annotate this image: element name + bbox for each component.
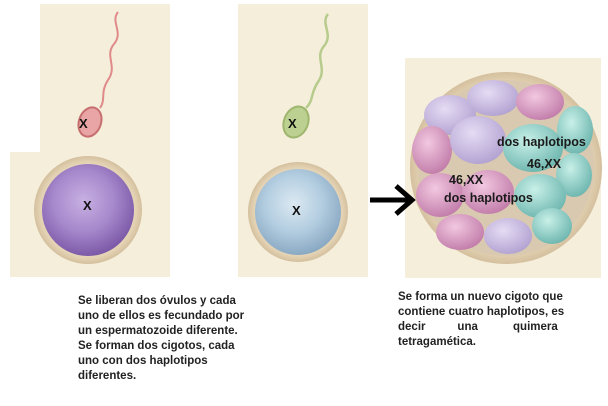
caption-line: contiene cuatro haplotipos, es xyxy=(398,305,598,320)
left-caption: Se liberan dos óvulos y cada uno de ello… xyxy=(78,294,293,384)
caption-line: tetragamética. xyxy=(398,335,598,350)
embryo-top-karyotype-label: 46,XX xyxy=(527,157,561,171)
embryo-left-haplotype-label: dos haplotipos xyxy=(444,191,533,205)
right-sperm xyxy=(279,14,328,141)
caption-line: Se forman dos cigotos, cada xyxy=(78,339,293,354)
caption-line: uno de ellos es fecundado por xyxy=(78,309,293,324)
caption-line: uno con dos haplotipos xyxy=(78,354,293,369)
embryo-left-karyotype-label: 46,XX xyxy=(449,173,483,187)
egg-right-chromosome-label: X xyxy=(292,203,301,218)
sperm-right-chromosome-label: X xyxy=(288,116,297,131)
right-caption: Se forma un nuevo cigoto que contiene cu… xyxy=(398,290,598,350)
egg-left-chromosome-label: X xyxy=(83,198,92,213)
caption-line: un espermatozoide diferente. xyxy=(78,324,293,339)
caption-line: decir una quimera xyxy=(398,320,598,335)
right-arrow-icon xyxy=(370,186,412,214)
chimera-embryo xyxy=(410,72,602,264)
caption-line: diferentes. xyxy=(78,369,293,384)
embryo-top-haplotype-label: dos haplotipos xyxy=(497,135,586,149)
sperm-left-chromosome-label: X xyxy=(79,116,88,131)
caption-line: Se liberan dos óvulos y cada xyxy=(78,294,293,309)
caption-line: Se forma un nuevo cigoto que xyxy=(398,290,598,305)
